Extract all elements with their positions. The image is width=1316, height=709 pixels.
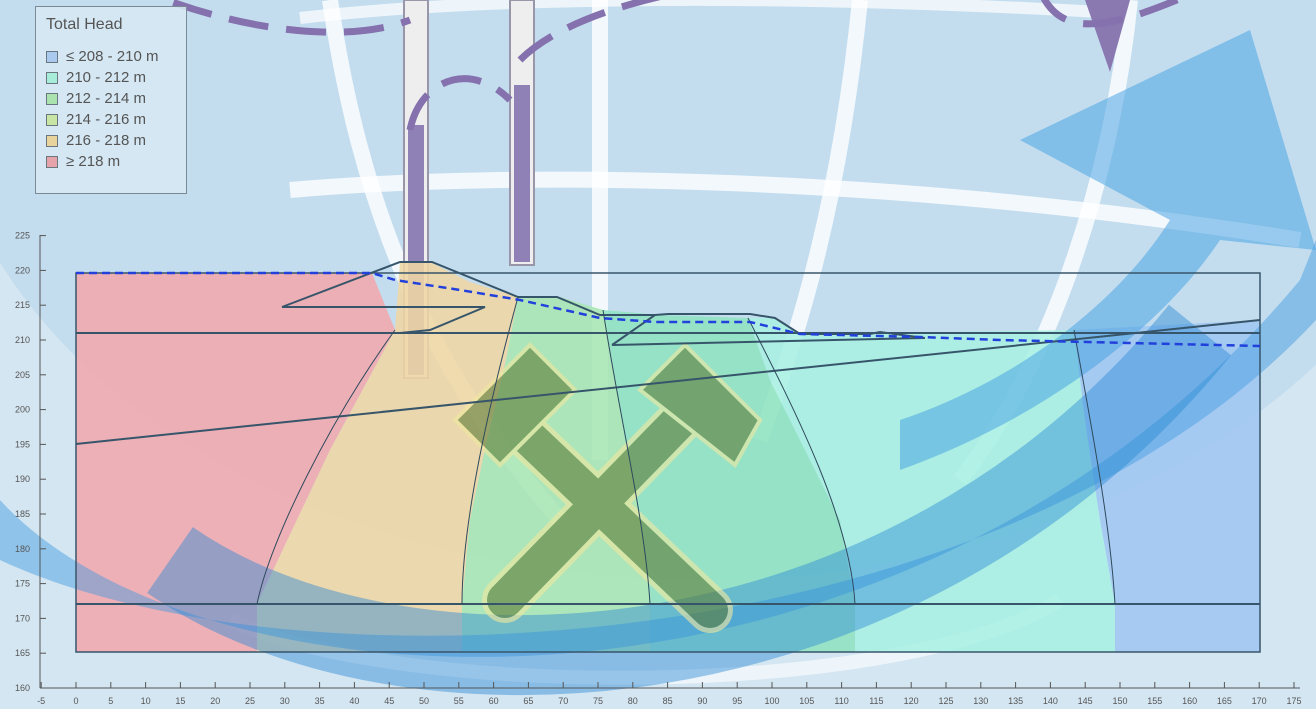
y-axis-ticks: 225 220 215 210 205 200 195 190 185 180 175 170 165 1… bbox=[15, 231, 46, 693]
y-tick-label: 175 bbox=[15, 579, 30, 589]
y-tick-label: 185 bbox=[15, 509, 30, 519]
x-tick-label: 45 bbox=[384, 696, 394, 706]
legend-swatch bbox=[46, 134, 58, 147]
legend-label: 210 - 212 m bbox=[66, 69, 147, 86]
x-tick-label: 40 bbox=[349, 696, 359, 706]
y-tick-label: 170 bbox=[15, 613, 30, 623]
y-tick-label: 165 bbox=[15, 648, 30, 658]
y-tick-label: 180 bbox=[15, 544, 30, 554]
x-tick-label: 5 bbox=[108, 696, 113, 706]
x-tick-label: 120 bbox=[904, 696, 919, 706]
y-tick-label: 200 bbox=[15, 405, 30, 415]
x-tick-label: 15 bbox=[175, 696, 185, 706]
legend-swatch bbox=[46, 50, 58, 63]
zone-boundaries bbox=[256, 296, 1116, 605]
y-tick-label: 190 bbox=[15, 474, 30, 484]
x-tick-label: 95 bbox=[732, 696, 742, 706]
y-tick-label: 210 bbox=[15, 335, 30, 345]
x-tick-label: 60 bbox=[489, 696, 499, 706]
x-tick-label: 70 bbox=[558, 696, 568, 706]
x-tick-label: 75 bbox=[593, 696, 603, 706]
x-tick-label: 150 bbox=[1112, 696, 1127, 706]
zone-216-218 bbox=[257, 262, 518, 652]
x-tick-label: 140 bbox=[1043, 696, 1058, 706]
legend-swatch bbox=[46, 92, 58, 105]
x-tick-label: 130 bbox=[973, 696, 988, 706]
x-tick-label: 30 bbox=[280, 696, 290, 706]
x-tick-label: 125 bbox=[938, 696, 953, 706]
x-tick-label: 110 bbox=[834, 696, 848, 706]
x-tick-label: 0 bbox=[73, 696, 78, 706]
legend-swatch bbox=[46, 155, 58, 168]
x-tick-label: 10 bbox=[141, 696, 151, 706]
x-tick-label: 155 bbox=[1147, 696, 1162, 706]
x-tick-label: 160 bbox=[1182, 696, 1197, 706]
x-tick-label: 25 bbox=[245, 696, 255, 706]
legend-item: 210 - 212 m bbox=[46, 67, 186, 88]
x-tick-label: 100 bbox=[764, 696, 779, 706]
phreatic-line bbox=[76, 271, 1261, 348]
legend-label: 212 - 214 m bbox=[66, 90, 147, 107]
y-tick-label: 205 bbox=[15, 370, 30, 380]
x-tick-label: 115 bbox=[869, 696, 883, 706]
x-tick-label: 90 bbox=[697, 696, 707, 706]
x-tick-label: 175 bbox=[1286, 696, 1301, 706]
x-tick-label: 35 bbox=[315, 696, 325, 706]
x-tick-label: 50 bbox=[419, 696, 429, 706]
pump-arcs bbox=[156, 0, 1186, 131]
x-tick-label: 80 bbox=[628, 696, 638, 706]
hammers-logo bbox=[452, 342, 763, 633]
legend-item: ≥ 218 m bbox=[46, 151, 186, 172]
legend-label: ≥ 218 m bbox=[66, 153, 121, 170]
y-tick-label: 225 bbox=[15, 231, 30, 241]
legend-label: 214 - 216 m bbox=[66, 111, 147, 128]
x-tick-label: 170 bbox=[1252, 696, 1267, 706]
x-tick-label: 20 bbox=[210, 696, 220, 706]
legend-label: 216 - 218 m bbox=[66, 132, 147, 149]
y-tick-label: 220 bbox=[15, 265, 30, 275]
legend-item: 216 - 218 m bbox=[46, 130, 186, 151]
legend-title: Total Head bbox=[46, 16, 123, 33]
y-tick-label: 195 bbox=[15, 439, 30, 449]
zone-218-plus bbox=[76, 273, 395, 652]
x-tick-label: 65 bbox=[523, 696, 533, 706]
watermark-arc bbox=[0, 30, 1316, 696]
legend-box: Total Head ≤ 208 - 210 m 210 - 212 m 212 -… bbox=[35, 6, 187, 194]
y-tick-label: 160 bbox=[15, 683, 30, 693]
x-tick-label: 85 bbox=[663, 696, 673, 706]
legend-item: 214 - 216 m bbox=[46, 109, 186, 130]
legend-items: ≤ 208 - 210 m 210 - 212 m 212 - 214 m 214 -… bbox=[46, 46, 186, 172]
legend-label: ≤ 208 - 210 m bbox=[66, 48, 159, 65]
legend-item: 212 - 214 m bbox=[46, 88, 186, 109]
x-tick-label: 145 bbox=[1078, 696, 1093, 706]
x-tick-label: 165 bbox=[1217, 696, 1232, 706]
legend-swatch bbox=[46, 71, 58, 84]
x-tick-label: -5 bbox=[37, 696, 45, 706]
x-tick-label: 105 bbox=[799, 696, 814, 706]
x-tick-label: 135 bbox=[1008, 696, 1023, 706]
legend-swatch bbox=[46, 113, 58, 126]
zone-208-210 bbox=[1074, 320, 1260, 652]
y-tick-label: 215 bbox=[15, 300, 30, 310]
legend-item: ≤ 208 - 210 m bbox=[46, 46, 186, 67]
x-tick-label: 55 bbox=[454, 696, 464, 706]
x-axis-ticks: -5 0 5 10 15 20 25 30 35 40 45 50 55 60 65 70 75 80 85 90 95… bbox=[37, 682, 1302, 706]
